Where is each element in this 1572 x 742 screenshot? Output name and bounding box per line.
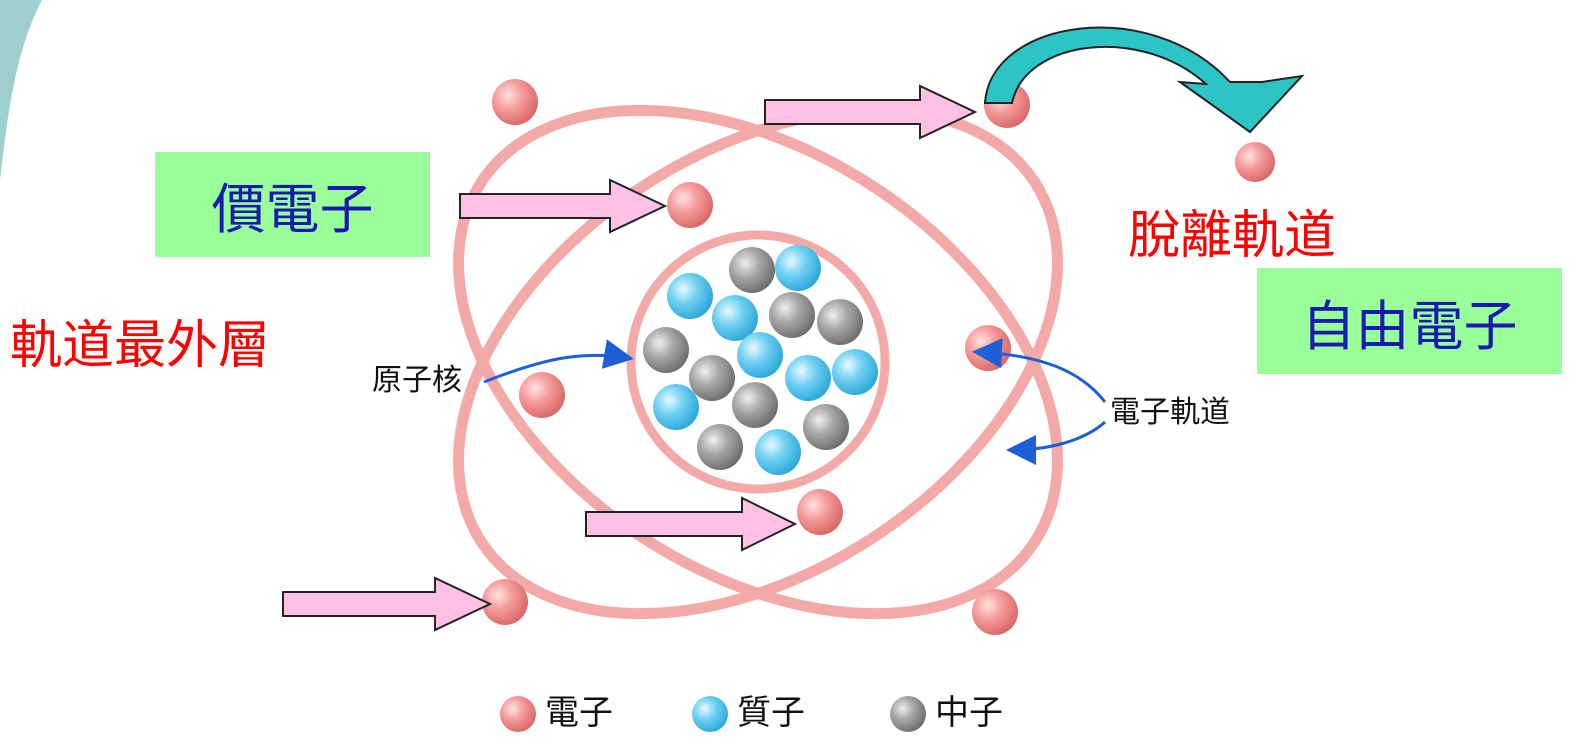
proton — [667, 273, 713, 319]
legend-swatch-electron — [500, 696, 536, 732]
pointer-arrows — [282, 84, 978, 632]
escape-orbit-label: 脫離軌道 — [1128, 206, 1337, 266]
curved-escape-arrow — [983, 26, 1305, 134]
electron — [519, 372, 565, 418]
electron — [482, 579, 528, 625]
electron — [492, 79, 538, 125]
nucleus-pointer — [483, 339, 634, 384]
neutron — [729, 247, 775, 293]
proton — [653, 384, 699, 430]
arrow-to-top-electron — [764, 84, 978, 140]
orbit-pointer-lower — [1006, 420, 1107, 465]
neutron — [817, 299, 863, 345]
outermost-orbit-label: 軌道最外層 — [10, 316, 271, 376]
legend-proton-label: 質子 — [737, 693, 805, 733]
orbit-a — [453, 104, 1063, 620]
legend-electron-label: 電子 — [545, 693, 613, 733]
arrow-to-bottom-electron — [282, 576, 493, 632]
proton — [785, 355, 831, 401]
nucleus-label: 原子核 — [372, 363, 462, 398]
neutron — [769, 292, 815, 338]
proton — [755, 429, 801, 475]
orbit-pointer-upper — [972, 338, 1107, 403]
neutron — [732, 382, 778, 428]
valence-electron-label: 價電子 — [211, 178, 374, 241]
electron — [965, 325, 1011, 371]
arrow-to-valence — [459, 178, 668, 234]
corner-accent — [0, 0, 42, 180]
free-electron — [1235, 142, 1275, 182]
free-electron-box: 自由電子 — [1257, 268, 1562, 374]
proton — [737, 332, 783, 378]
arrow-to-inner-electron — [585, 496, 798, 552]
electron-orbit-label: 電子軌道 — [1110, 395, 1230, 430]
electron — [667, 182, 713, 228]
neutron — [643, 327, 689, 373]
electron — [972, 589, 1018, 635]
legend-swatch-proton — [692, 696, 728, 732]
free-electron-label: 自由電子 — [1301, 294, 1518, 358]
legend-neutron-label: 中子 — [935, 693, 1003, 733]
neutron — [697, 424, 743, 470]
proton — [775, 245, 821, 291]
orbit-b — [453, 104, 1063, 620]
electron — [797, 489, 843, 535]
valence-electron-box: 價電子 — [155, 152, 430, 257]
neutron — [803, 404, 849, 450]
proton — [712, 295, 758, 341]
neutron — [689, 355, 735, 401]
legend-swatch-neutron — [890, 696, 926, 732]
proton — [832, 349, 878, 395]
nucleons — [643, 245, 878, 475]
